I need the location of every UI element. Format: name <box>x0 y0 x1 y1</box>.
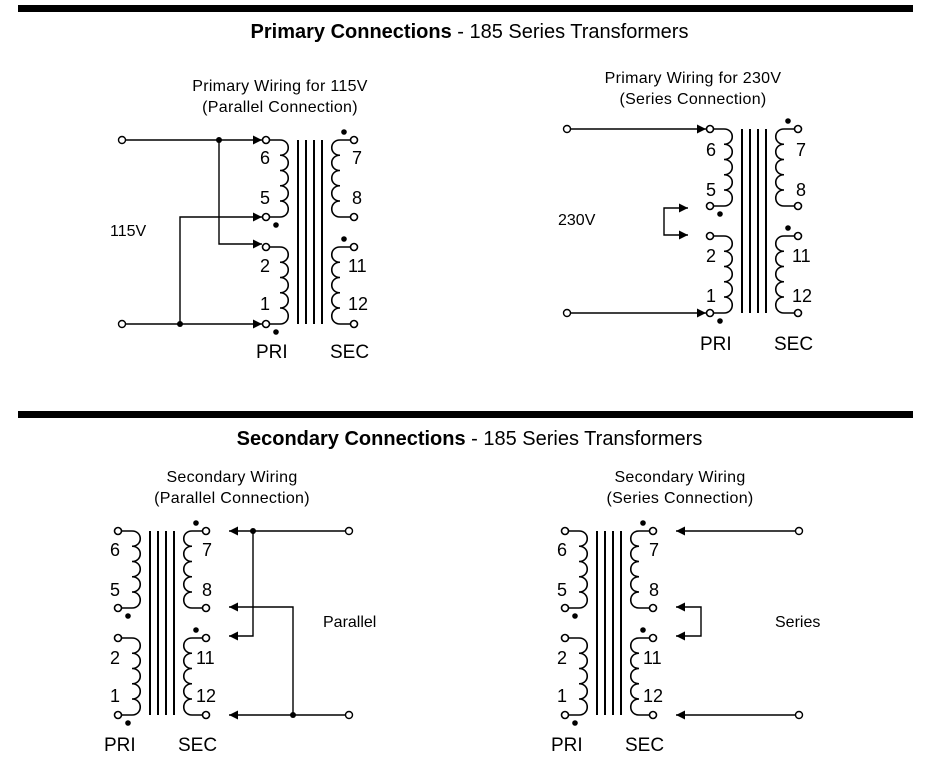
transformer-labels: 6 5 2 1 7 8 11 12 PRI SEC <box>104 540 217 756</box>
svg-text:SEC: SEC <box>178 735 217 756</box>
svg-text:7: 7 <box>649 540 659 560</box>
svg-text:1: 1 <box>557 686 567 706</box>
svg-text:6: 6 <box>110 540 120 560</box>
svg-text:5: 5 <box>110 580 120 600</box>
svg-text:12: 12 <box>196 686 216 706</box>
svg-text:5: 5 <box>260 188 270 208</box>
svg-text:SEC: SEC <box>625 735 664 756</box>
svg-text:5: 5 <box>557 580 567 600</box>
top-rule <box>18 5 913 12</box>
diagram-secondary-parallel: 6 5 2 1 7 8 11 12 PRI SEC Parallel <box>104 519 376 756</box>
transformer-labels: 6 5 2 1 7 8 11 12 PRI SEC <box>256 148 369 363</box>
svg-text:1: 1 <box>706 286 716 306</box>
svg-text:11: 11 <box>643 648 662 668</box>
svg-text:1: 1 <box>260 294 270 314</box>
svg-text:7: 7 <box>796 140 806 160</box>
svg-text:SEC: SEC <box>330 342 369 363</box>
diagram-primary-230v: 6 5 2 1 7 8 11 12 PRI SEC 230V <box>558 117 813 355</box>
svg-text:SEC: SEC <box>774 334 813 355</box>
svg-text:PRI: PRI <box>700 334 732 355</box>
middle-rule <box>18 411 913 418</box>
svg-text:2: 2 <box>706 246 716 266</box>
svg-text:PRI: PRI <box>551 735 583 756</box>
side-label-230v: 230V <box>558 212 596 229</box>
svg-text:7: 7 <box>202 540 212 560</box>
svg-text:8: 8 <box>352 188 362 208</box>
caption-secondary-series: Secondary Wiring(Series Connection) <box>606 469 754 507</box>
svg-text:2: 2 <box>110 648 120 668</box>
primary-section-title: Primary Connections - 185 Series Transfo… <box>250 21 689 43</box>
svg-text:8: 8 <box>202 580 212 600</box>
side-label-series: Series <box>775 614 820 631</box>
side-label-parallel: Parallel <box>323 614 376 631</box>
transformer-labels: 6 5 2 1 7 8 11 12 PRI SEC <box>700 140 813 355</box>
diagram-secondary-series: 6 5 2 1 7 8 11 12 PRI SEC Series <box>551 519 820 756</box>
svg-text:12: 12 <box>792 286 812 306</box>
transformer-labels: 6 5 2 1 7 8 11 12 PRI SEC <box>551 540 664 756</box>
svg-text:6: 6 <box>557 540 567 560</box>
secondary-section-title: Secondary Connections - 185 Series Trans… <box>236 428 703 450</box>
svg-text:PRI: PRI <box>104 735 136 756</box>
svg-text:8: 8 <box>649 580 659 600</box>
svg-text:12: 12 <box>348 294 368 314</box>
diagram-primary-115v: 6 5 2 1 7 8 11 12 PRI SEC 115V <box>110 128 369 363</box>
svg-text:11: 11 <box>348 256 367 276</box>
svg-text:2: 2 <box>260 256 270 276</box>
side-label-115v: 115V <box>110 223 147 240</box>
svg-text:2: 2 <box>557 648 567 668</box>
caption-secondary-parallel: Secondary Wiring(Parallel Connection) <box>154 469 310 507</box>
svg-text:6: 6 <box>706 140 716 160</box>
svg-text:11: 11 <box>792 246 811 266</box>
svg-text:11: 11 <box>196 648 215 668</box>
svg-text:5: 5 <box>706 180 716 200</box>
caption-primary-115v: Primary Wiring for 115V(Parallel Connect… <box>192 78 368 116</box>
svg-text:8: 8 <box>796 180 806 200</box>
svg-text:7: 7 <box>352 148 362 168</box>
svg-text:12: 12 <box>643 686 663 706</box>
svg-text:PRI: PRI <box>256 342 288 363</box>
caption-primary-230v: Primary Wiring for 230V(Series Connectio… <box>604 70 782 108</box>
svg-text:6: 6 <box>260 148 270 168</box>
svg-text:1: 1 <box>110 686 120 706</box>
